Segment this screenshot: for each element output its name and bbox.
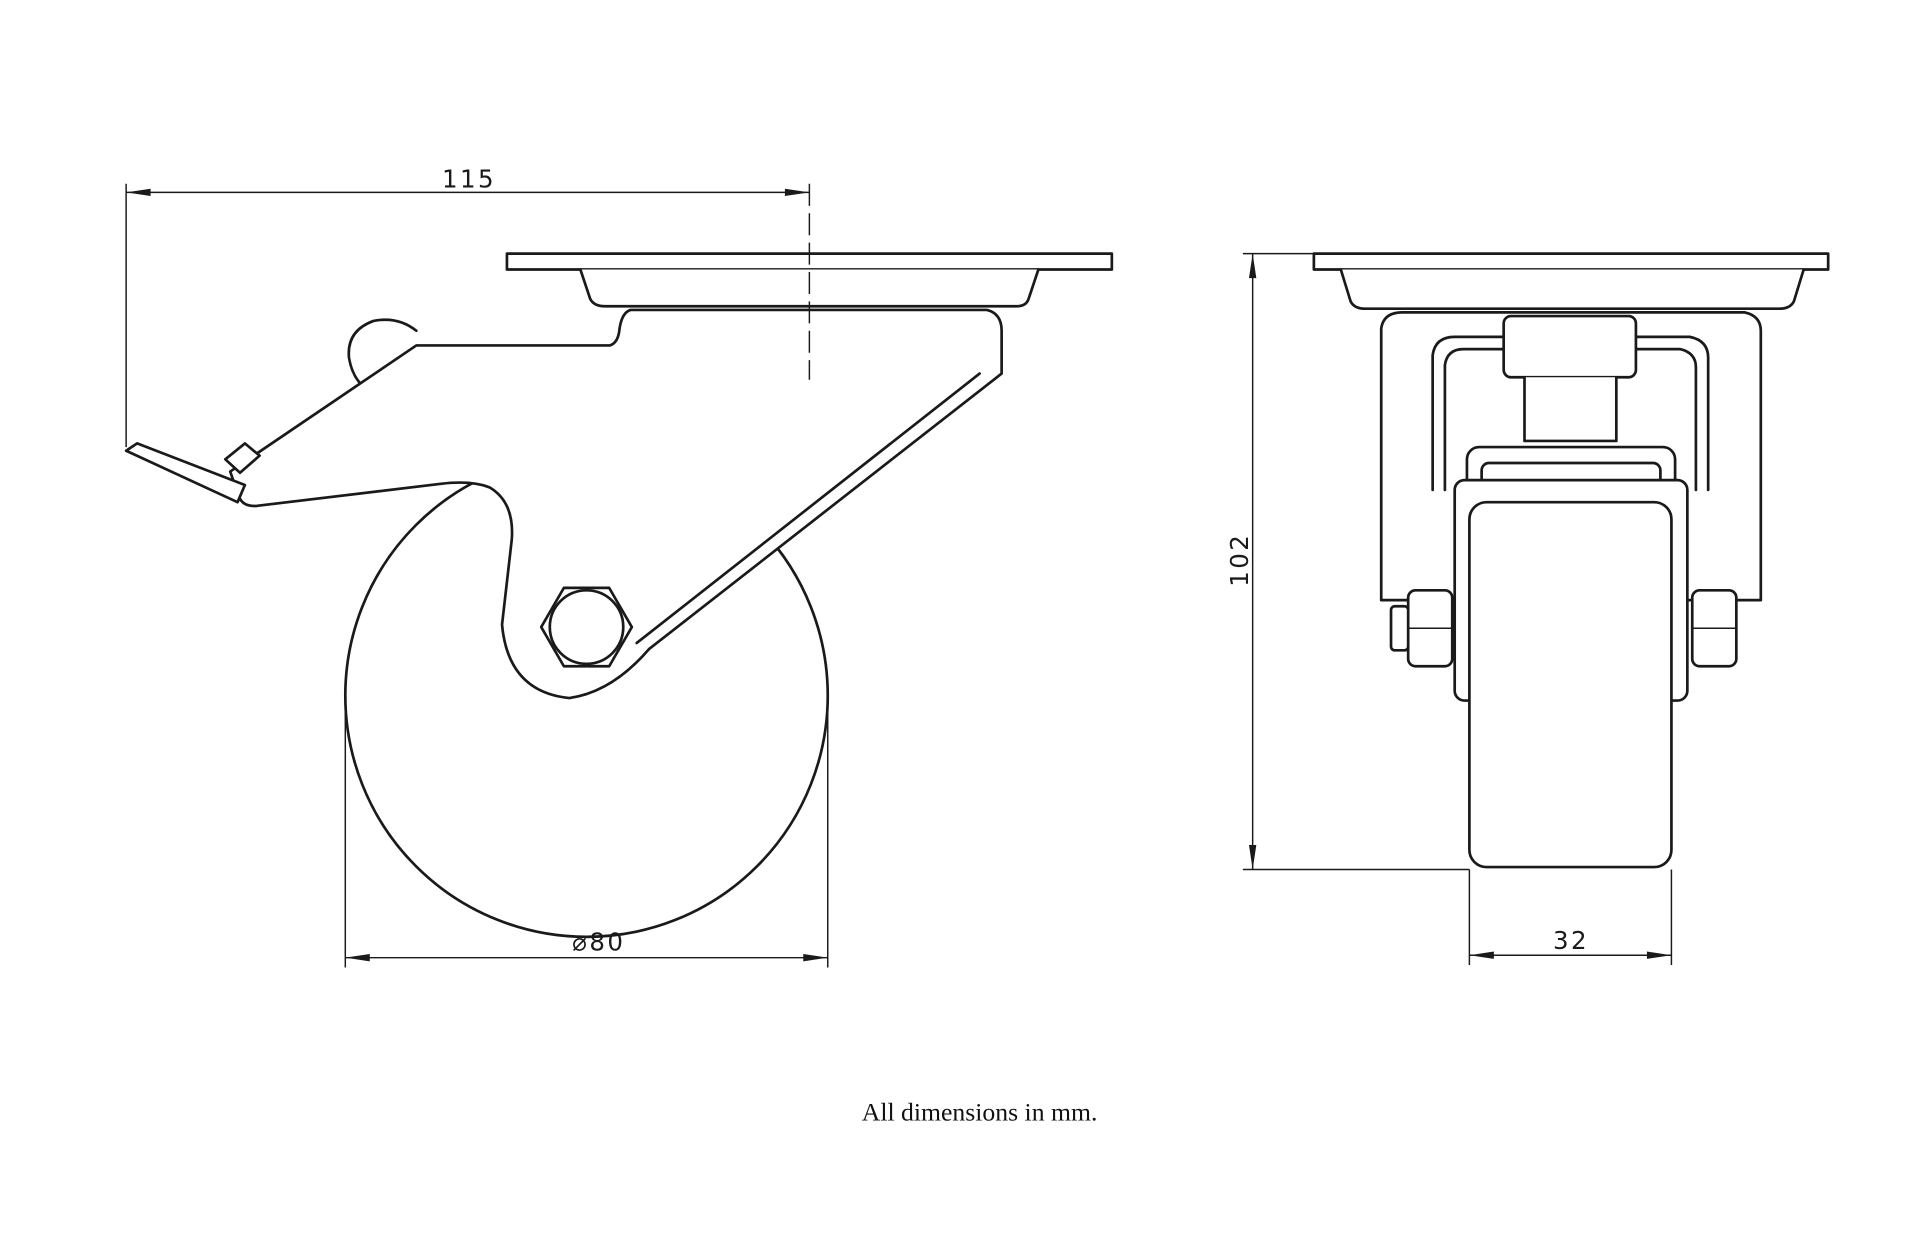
- swivel-neck: [1523, 375, 1618, 443]
- dimension-diameter-80: ⌀80: [344, 698, 829, 968]
- dimension-102: 102: [1225, 252, 1470, 871]
- dim-label-80: ⌀80: [572, 927, 625, 956]
- axle-nut-inner: [548, 588, 625, 666]
- brake-hook: [347, 318, 418, 391]
- dimension-32: 32: [1468, 869, 1673, 966]
- pedal-clip: [223, 442, 261, 475]
- axle-end: [1389, 604, 1410, 652]
- side-view: [124, 252, 1114, 939]
- dim-label-115: 115: [442, 164, 496, 193]
- units-caption: All dimensions in mm.: [862, 1098, 1098, 1127]
- dim-label-32: 32: [1553, 926, 1589, 955]
- dimension-115: 115: [125, 164, 811, 448]
- wheel-front: [1468, 500, 1673, 869]
- top-plate-front: [1312, 252, 1830, 271]
- dim-label-102: 102: [1225, 533, 1254, 587]
- plate-dish-front: [1339, 268, 1806, 311]
- fork-inner-edge: [635, 372, 981, 645]
- axle-nut-hex: [539, 586, 634, 668]
- front-view: [1312, 252, 1830, 869]
- fork-body-side: [228, 308, 1003, 700]
- swivel-block: [1502, 314, 1638, 379]
- brake-pedal: [124, 442, 247, 504]
